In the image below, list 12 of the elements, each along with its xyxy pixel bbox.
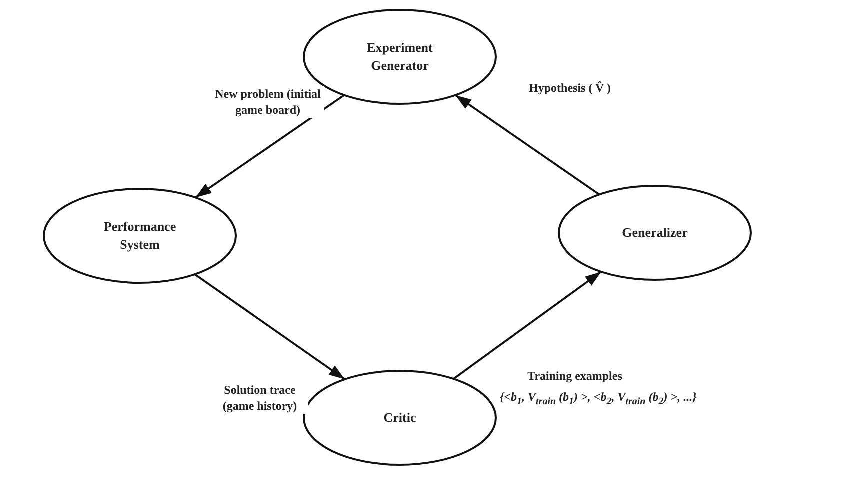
node-label: Experiment Generator bbox=[366, 39, 434, 75]
node-label: Performance System bbox=[102, 218, 178, 254]
node-label: Critic bbox=[384, 409, 416, 427]
arrow bbox=[454, 94, 600, 196]
node-label: Generalizer bbox=[622, 224, 688, 242]
arrow bbox=[453, 271, 602, 380]
ellipse-node bbox=[558, 185, 752, 281]
arrow bbox=[194, 274, 346, 380]
edge-label: New problem (initial game board) bbox=[212, 86, 324, 118]
ellipse-node bbox=[303, 370, 497, 466]
arrow bbox=[195, 94, 345, 199]
ellipse-node bbox=[43, 188, 237, 284]
